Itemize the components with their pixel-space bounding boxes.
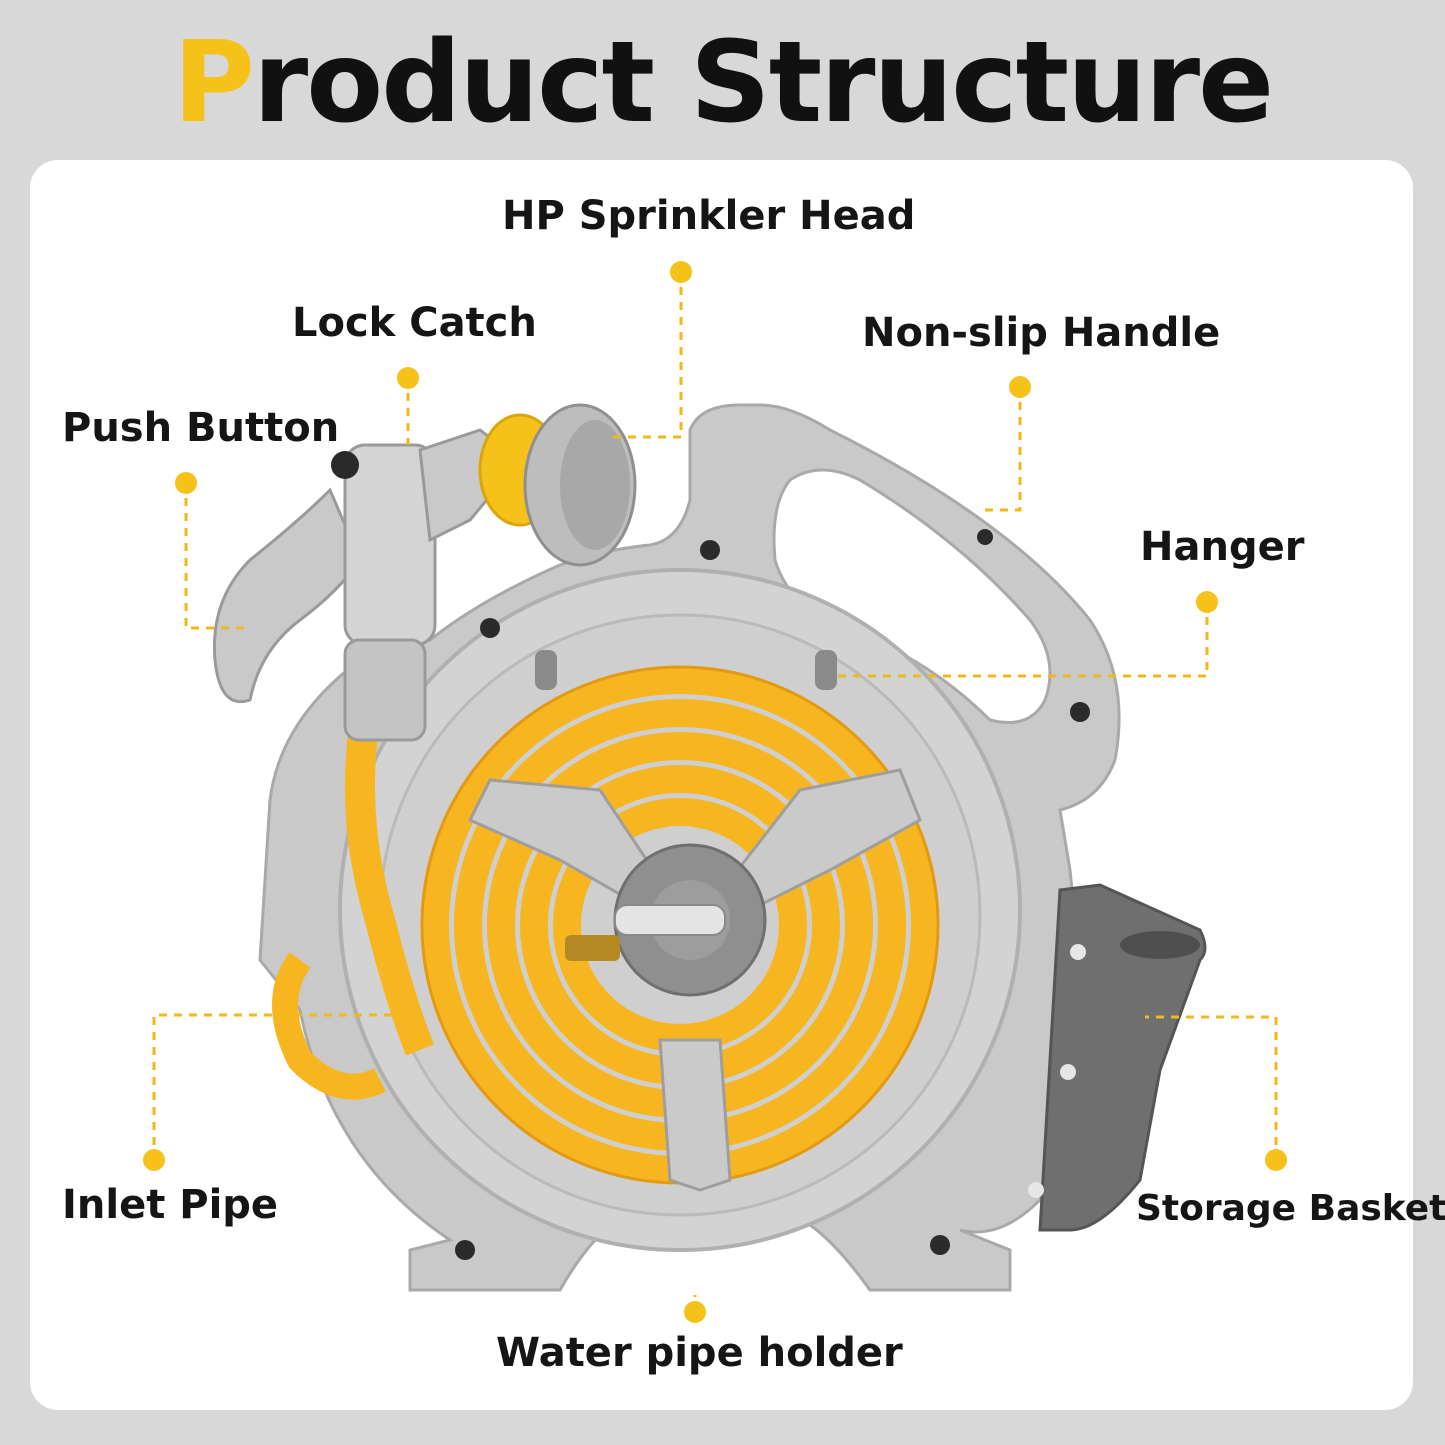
page-title: Product Structure [0, 18, 1445, 148]
leader-lines [152, 272, 1278, 1312]
brass-fitting [565, 935, 620, 961]
label-lock-catch: Lock Catch [292, 300, 537, 346]
spray-gun [212, 403, 637, 742]
swivel-connector [614, 904, 726, 936]
label-inlet-pipe: Inlet Pipe [62, 1182, 279, 1228]
label-sprinkler-head: HP Sprinkler Head [502, 193, 916, 239]
label-storage-basket: Storage Basket [1136, 1188, 1445, 1229]
label-water-pipe-holder: Water pipe holder [496, 1330, 903, 1376]
label-push-button: Push Button [62, 405, 340, 451]
label-hanger: Hanger [1140, 524, 1305, 570]
title-rest: roduct Structure [253, 18, 1274, 148]
label-non-slip-handle: Non-slip Handle [862, 310, 1221, 356]
title-first-letter: P [172, 18, 255, 148]
inlet-pipe-segment [272, 952, 386, 1100]
label-dots [143, 261, 1287, 1323]
inlet-hose [345, 717, 434, 1056]
storage-basket [1028, 883, 1207, 1232]
push-button-knob [331, 451, 359, 479]
